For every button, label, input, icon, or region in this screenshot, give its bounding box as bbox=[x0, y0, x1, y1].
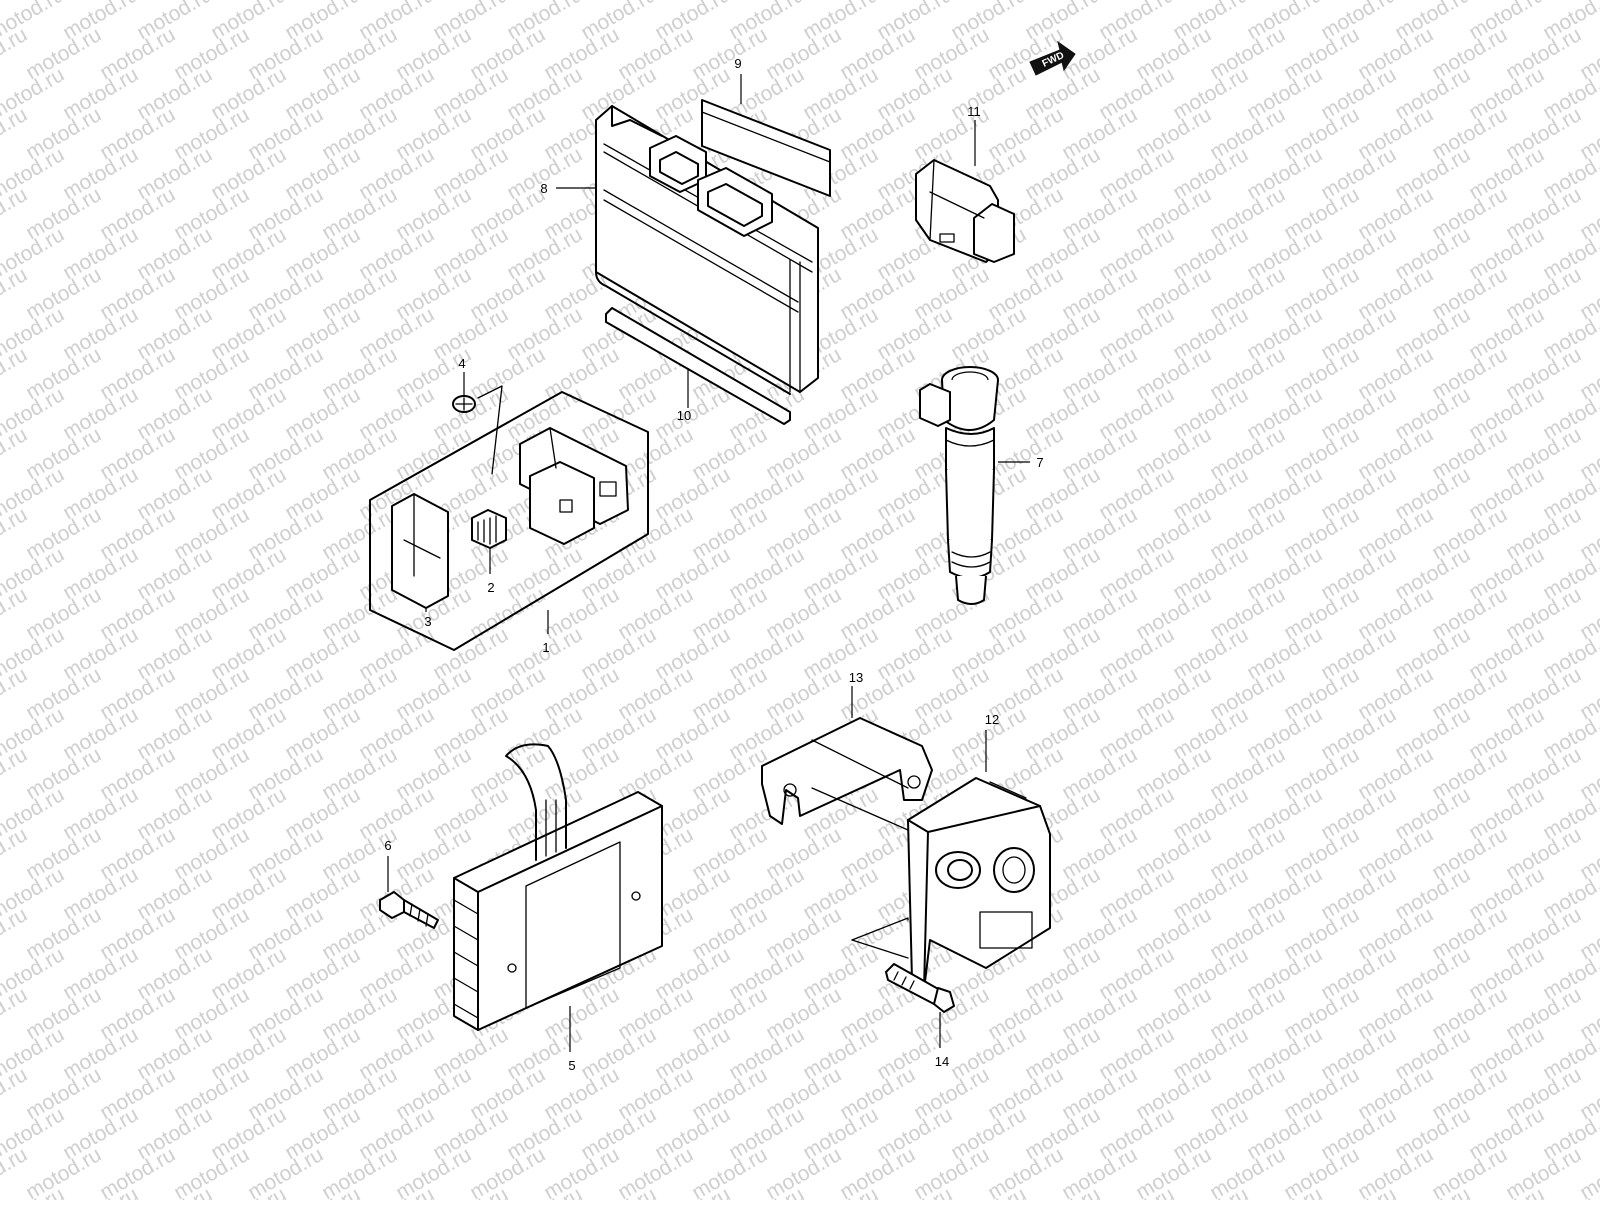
assembly-guide-lines bbox=[811, 787, 909, 959]
leader-lines bbox=[387, 74, 1030, 1052]
part-11-relay bbox=[915, 159, 1015, 263]
callout-5: 5 bbox=[568, 1058, 575, 1073]
part-4-screw bbox=[452, 385, 503, 475]
part-3-cover bbox=[391, 493, 449, 609]
part-6-bolt bbox=[379, 891, 439, 929]
callout-3: 3 bbox=[424, 614, 431, 629]
callout-12: 12 bbox=[985, 712, 999, 727]
watermark-text: motod.ru bbox=[0, 823, 31, 884]
watermark-text: motod.ru bbox=[0, 663, 31, 724]
watermark-text: motod.ru bbox=[0, 343, 31, 404]
watermark-text: motod.ru bbox=[0, 583, 31, 644]
callout-14: 14 bbox=[935, 1054, 949, 1069]
part-14-bolt bbox=[885, 963, 955, 1013]
part-8-ecu bbox=[595, 105, 819, 395]
part-1-fuse-box-body bbox=[519, 427, 629, 545]
part-2-fuse bbox=[471, 509, 507, 549]
watermark-text: motod.ru bbox=[0, 183, 31, 244]
callout-2: 2 bbox=[487, 580, 494, 595]
watermark-text: motod.ru bbox=[0, 503, 31, 564]
callout-10: 10 bbox=[677, 408, 691, 423]
watermark-text: motod.ru bbox=[0, 263, 31, 324]
watermark-text: motod.ru bbox=[0, 423, 31, 484]
watermark-text: motod.ru bbox=[0, 983, 31, 1044]
callout-6: 6 bbox=[384, 838, 391, 853]
part-7-ignition-coil bbox=[919, 366, 999, 605]
watermark-text: motod.ru bbox=[0, 23, 31, 84]
callout-8: 8 bbox=[540, 181, 547, 196]
callout-9: 9 bbox=[734, 56, 741, 71]
watermark-text: motod.ru bbox=[0, 743, 31, 804]
part-12-sensor-unit bbox=[907, 777, 1051, 991]
part-10-strip bbox=[605, 307, 791, 425]
watermark-text: motod.ru bbox=[1576, 0, 1600, 4]
callout-7: 7 bbox=[1036, 455, 1043, 470]
part-9-pad bbox=[701, 99, 831, 197]
callout-13: 13 bbox=[849, 670, 863, 685]
part-5-regulator bbox=[453, 743, 663, 1031]
watermark-text: motod.ru bbox=[0, 103, 31, 164]
callout-4: 4 bbox=[458, 356, 465, 371]
part-1-kit-outline bbox=[369, 391, 649, 651]
watermark-text: motod.ru bbox=[0, 903, 31, 964]
watermark-text: motod.ru bbox=[0, 1063, 31, 1124]
callout-1: 1 bbox=[542, 640, 549, 655]
callout-labels: 1 2 3 4 5 6 7 8 9 10 11 12 13 14 bbox=[384, 56, 1043, 1073]
callout-11: 11 bbox=[967, 104, 981, 119]
part-13-bracket bbox=[761, 717, 933, 825]
